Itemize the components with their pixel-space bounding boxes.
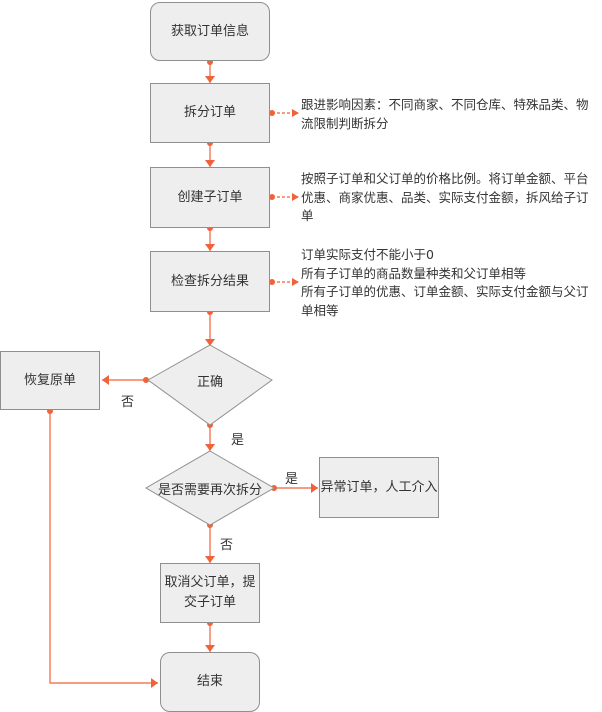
node-get-order: 获取订单信息 bbox=[150, 2, 270, 61]
node-restore-order: 恢复原单 bbox=[0, 351, 100, 410]
edge-label-yes-next: 是 bbox=[231, 433, 245, 448]
node-get-order-label: 获取订单信息 bbox=[170, 23, 249, 39]
note-line: 按照子订单和父订单的价格比例。将订单金额、平台 bbox=[301, 171, 589, 186]
node-end-label: 结束 bbox=[196, 674, 223, 689]
arrowhead bbox=[151, 678, 158, 688]
arrowhead bbox=[205, 160, 215, 167]
node-check-result-label: 检查拆分结果 bbox=[170, 273, 249, 289]
arrowhead bbox=[205, 339, 215, 346]
node-need-resplit-label: 是否需要再次拆分 bbox=[157, 482, 262, 498]
arrowhead bbox=[205, 645, 215, 652]
arrowhead bbox=[292, 109, 299, 117]
node-check-result: 检查拆分结果 bbox=[150, 251, 270, 312]
resplit-diamond bbox=[145, 450, 275, 526]
arrowhead bbox=[102, 375, 109, 385]
note-check-rules: 订单实际支付不能小于0 所有子订单的商品数量种类和父订单相等 所有子订单的优惠、… bbox=[301, 246, 601, 320]
correct-diamond bbox=[147, 344, 273, 426]
node-correct-label: 正确 bbox=[196, 374, 223, 390]
edge-label-no-cancel: 否 bbox=[220, 538, 234, 553]
node-cancel-submit-line1: 取消父订单，提 bbox=[164, 575, 256, 590]
node-cancel-submit-line2: 交子订单 bbox=[183, 595, 236, 610]
dot-start bbox=[269, 194, 275, 200]
node-end: 结束 bbox=[160, 652, 260, 712]
dot-start bbox=[269, 110, 275, 116]
note-create-rule: 按照子订单和父订单的价格比例。将订单金额、平台 优惠、商家优惠、品类、实际支付金… bbox=[301, 170, 601, 226]
arrowhead bbox=[311, 483, 318, 493]
note-line: 单 bbox=[301, 208, 314, 223]
arrowhead bbox=[292, 278, 299, 286]
arrowhead bbox=[205, 244, 215, 251]
node-restore-order-label: 恢复原单 bbox=[23, 372, 76, 388]
node-create-sub-order: 创建子订单 bbox=[150, 167, 270, 228]
edge-restore-to-end bbox=[49, 411, 158, 684]
arrowhead bbox=[205, 556, 215, 563]
note-line: 订单实际支付不能小于0 bbox=[301, 247, 434, 262]
note-line: 所有子订单的商品数量种类和父订单相等 bbox=[301, 265, 527, 281]
arrowhead bbox=[292, 193, 299, 201]
dot-start bbox=[269, 279, 275, 285]
node-split-order: 拆分订单 bbox=[150, 83, 270, 143]
note-line: 优惠、商家优惠、品类、实际支付金额，拆风给子订 bbox=[301, 189, 589, 205]
note-line: 单相等 bbox=[301, 302, 339, 318]
node-abnormal-order: 异常订单，人工介入 bbox=[319, 457, 439, 518]
node-split-order-label: 拆分订单 bbox=[183, 105, 236, 120]
note-line: 流限制判断拆分 bbox=[301, 115, 389, 131]
edge-label-no-restore: 否 bbox=[121, 395, 135, 410]
note-line: 所有子订单的优惠、订单金额、实际支付金额与父订 bbox=[301, 284, 589, 299]
note-line: 跟进影响因素：不同商家、不同仓库、特殊品类、物 bbox=[301, 97, 589, 112]
arrowhead bbox=[205, 76, 215, 83]
dot-start bbox=[143, 377, 149, 383]
node-cancel-submit: 取消父订单，提 交子订单 bbox=[160, 563, 260, 623]
node-abnormal-order-label: 异常订单，人工介入 bbox=[320, 479, 438, 495]
note-split-factors: 跟进影响因素：不同商家、不同仓库、特殊品类、物 流限制判断拆分 bbox=[301, 96, 601, 133]
edge-label-yes-abnormal: 是 bbox=[285, 472, 299, 487]
arrowhead bbox=[205, 444, 215, 451]
node-create-sub-order-label: 创建子订单 bbox=[177, 189, 243, 205]
